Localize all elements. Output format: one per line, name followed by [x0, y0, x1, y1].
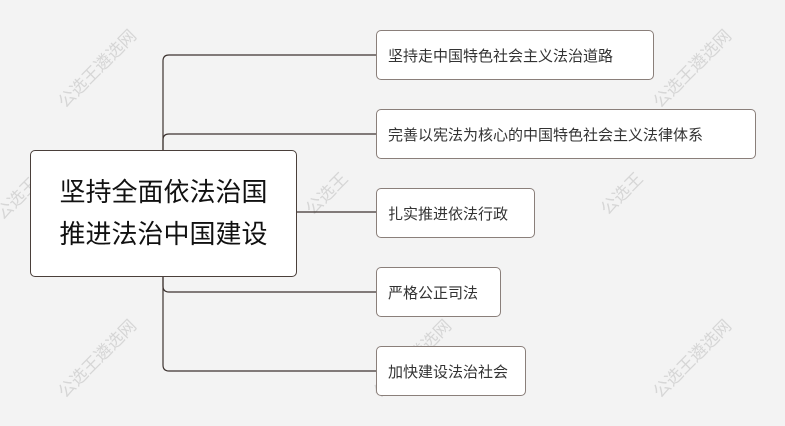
connector-5 — [162, 277, 376, 372]
subtopic-label: 完善以宪法为核心的中国特色社会主义法律体系 — [388, 125, 704, 144]
subtopic-3[interactable]: 扎实推进依法行政 — [376, 188, 535, 238]
subtopic-label: 加快建设法治社会 — [388, 362, 509, 381]
connector-2 — [162, 133, 376, 150]
subtopic-2[interactable]: 完善以宪法为核心的中国特色社会主义法律体系 — [376, 109, 756, 159]
connector-1 — [162, 54, 376, 150]
subtopic-label: 坚持走中国特色社会主义法治道路 — [388, 46, 614, 65]
root-topic-line1: 坚持全面依法治国 — [59, 177, 268, 208]
connector-4 — [162, 277, 376, 293]
subtopic-5[interactable]: 加快建设法治社会 — [376, 346, 526, 396]
root-topic[interactable]: 坚持全面依法治国 推进法治中国建设 — [30, 150, 297, 277]
subtopic-4[interactable]: 严格公正司法 — [376, 267, 501, 317]
subtopic-1[interactable]: 坚持走中国特色社会主义法治道路 — [376, 30, 654, 80]
subtopic-label: 扎实推进依法行政 — [388, 204, 509, 223]
subtopic-label: 严格公正司法 — [388, 283, 479, 302]
root-topic-line2: 推进法治中国建设 — [59, 219, 268, 250]
